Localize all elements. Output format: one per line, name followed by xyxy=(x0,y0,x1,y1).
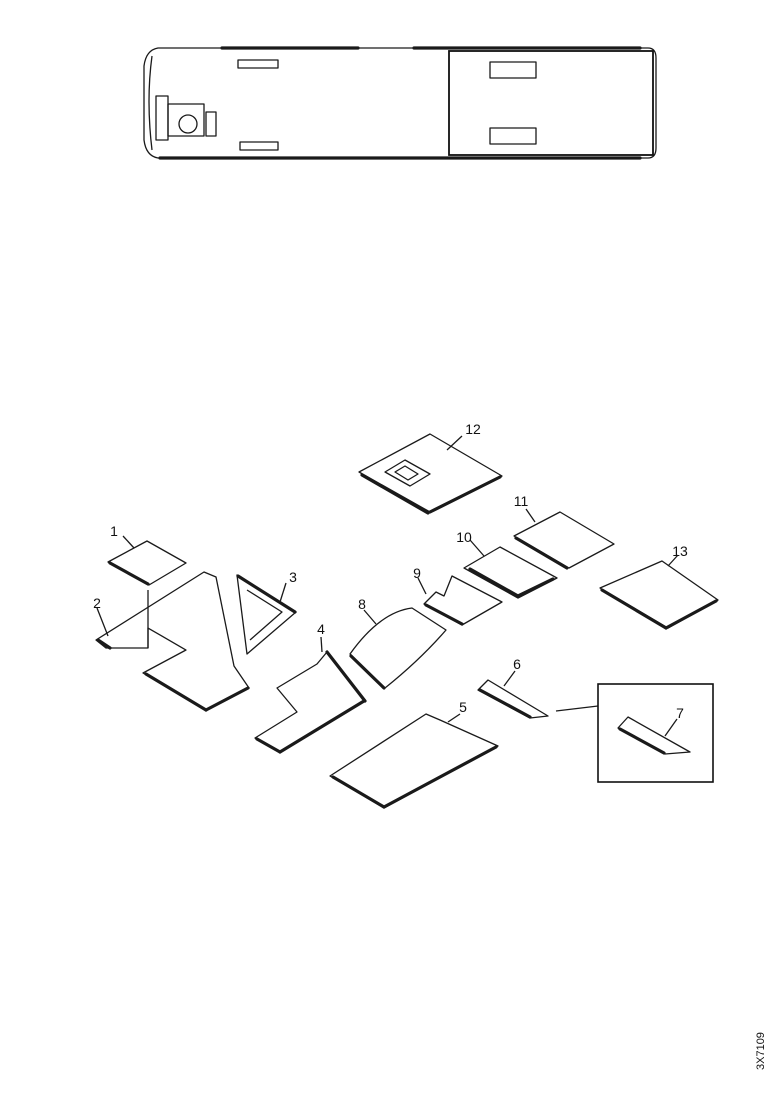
detail-box xyxy=(597,683,714,783)
panel-4-edge xyxy=(255,737,282,754)
leader-13 xyxy=(667,554,679,567)
panel-2-edge-2 xyxy=(204,686,250,712)
panel-1 xyxy=(107,540,187,586)
panel-1-shape xyxy=(107,540,187,586)
reference-code: 3X7109 xyxy=(755,1032,767,1070)
panel-8-shape xyxy=(349,607,447,689)
callout-4: 4 xyxy=(317,621,325,637)
panel-12 xyxy=(358,433,503,515)
callout-13: 13 xyxy=(672,543,688,559)
panel-3-shape xyxy=(236,574,297,655)
callout-10: 10 xyxy=(456,529,472,545)
detail-leader-line xyxy=(555,705,599,712)
panel-4-edge-2 xyxy=(278,699,366,754)
callout-8: 8 xyxy=(358,596,366,612)
panel-10-shape xyxy=(463,546,558,599)
rear-hatch-bottom xyxy=(489,127,537,145)
panel-12-shape xyxy=(358,433,503,513)
bus-outline xyxy=(143,47,657,159)
panel-5-edge xyxy=(331,775,386,809)
floor-panel-parts xyxy=(95,433,719,809)
panel-13 xyxy=(599,560,719,630)
callout-6: 6 xyxy=(513,656,521,672)
driver-seat-area xyxy=(155,95,217,141)
driver-console xyxy=(205,111,217,137)
panel-5-edge-2 xyxy=(382,745,498,809)
leader-6 xyxy=(503,670,516,687)
panel-9 xyxy=(423,575,503,626)
leader-lines xyxy=(96,435,679,737)
rear-section-highlight xyxy=(448,50,654,156)
callout-11: 11 xyxy=(514,493,529,509)
panel-13-shape xyxy=(599,560,719,629)
panel-11-shape xyxy=(513,511,615,569)
leader-8 xyxy=(363,609,377,625)
panel-9-edge xyxy=(424,603,464,626)
panel-6-edge xyxy=(478,688,532,719)
panel-11 xyxy=(513,511,615,570)
panel-7-edge xyxy=(618,727,666,755)
front-hatch-top xyxy=(237,59,279,69)
callout-2: 2 xyxy=(93,595,101,611)
panel-8-edge xyxy=(349,654,386,690)
callout-3: 3 xyxy=(289,569,297,585)
panel-4 xyxy=(254,650,367,754)
panel-3-inner xyxy=(246,589,283,641)
callout-labels: 12 11 10 13 1 2 3 4 9 8 6 5 7 xyxy=(93,421,688,721)
panel-12-hatch xyxy=(384,459,431,487)
panel-4-edge-3 xyxy=(325,650,367,703)
bus-front-curve xyxy=(148,55,153,151)
panel-6-shape xyxy=(477,679,549,719)
panel-1-edge xyxy=(108,561,150,586)
panel-13-edge-2 xyxy=(664,599,718,630)
panel-2-edge-3 xyxy=(96,638,112,650)
panel-8 xyxy=(349,607,447,690)
panel-12-edge-2 xyxy=(428,475,502,514)
leader-2 xyxy=(96,607,109,637)
panel-4-shape xyxy=(254,651,366,753)
rear-hatch-top xyxy=(489,61,537,79)
callout-5: 5 xyxy=(459,699,467,715)
panel-2-shape xyxy=(95,571,250,711)
leader-1 xyxy=(122,535,135,549)
panel-10 xyxy=(463,546,558,599)
callout-7: 7 xyxy=(676,705,684,721)
panel-2-edge xyxy=(144,672,208,712)
dashboard xyxy=(155,95,169,141)
leader-4 xyxy=(320,636,323,653)
panel-10-edge xyxy=(468,567,520,598)
front-hatch-bottom xyxy=(239,141,279,151)
panel-3 xyxy=(236,574,297,655)
leader-9 xyxy=(417,577,427,595)
steering-wheel xyxy=(178,114,198,134)
leader-12 xyxy=(446,435,463,451)
panel-12-hatch-inner xyxy=(394,465,419,481)
callout-1: 1 xyxy=(110,523,118,539)
callout-9: 9 xyxy=(413,565,421,581)
leader-11 xyxy=(525,508,536,523)
panel-5 xyxy=(329,713,499,809)
callout-12: 12 xyxy=(465,421,481,437)
panel-2 xyxy=(95,571,250,712)
panel-6 xyxy=(477,679,599,719)
leader-3 xyxy=(279,582,287,603)
leader-5 xyxy=(447,713,461,723)
bus-top-view xyxy=(143,46,657,160)
panel-11-edge xyxy=(514,536,569,570)
leader-10 xyxy=(469,539,485,557)
leader-7 xyxy=(664,718,678,737)
driver-seat xyxy=(167,103,205,137)
panel-10-edge-2 xyxy=(516,577,555,598)
panel-12-edge xyxy=(360,473,430,515)
panel-13-edge xyxy=(600,588,668,630)
panel-3-edge xyxy=(236,574,297,614)
